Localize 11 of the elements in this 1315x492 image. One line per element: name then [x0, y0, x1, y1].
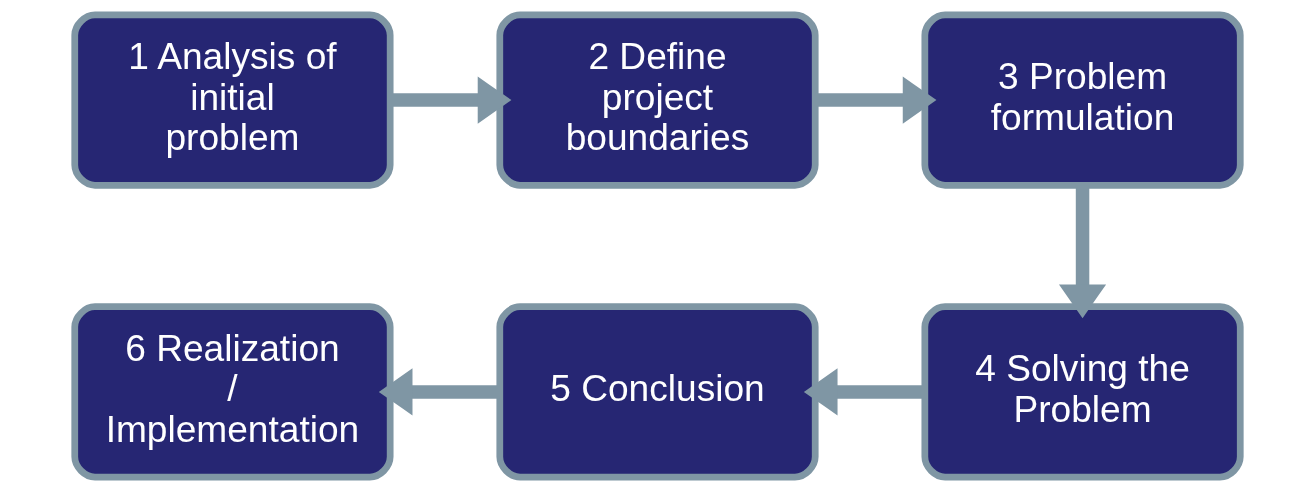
node-box: 1 Analysis of initial problem	[71, 11, 394, 189]
arrow	[378, 368, 500, 416]
node-box: 6 Realization / Implementation	[71, 303, 394, 481]
node-box: 3 Problem formulation	[921, 11, 1244, 189]
arrow	[803, 368, 925, 416]
arrow	[390, 76, 512, 124]
node-box: 4 Solving the Problem	[921, 303, 1244, 481]
arrow	[815, 76, 937, 124]
node-box: 5 Conclusion	[496, 303, 819, 481]
node-box: 2 Define project boundaries	[496, 11, 819, 189]
arrow	[1058, 185, 1107, 319]
